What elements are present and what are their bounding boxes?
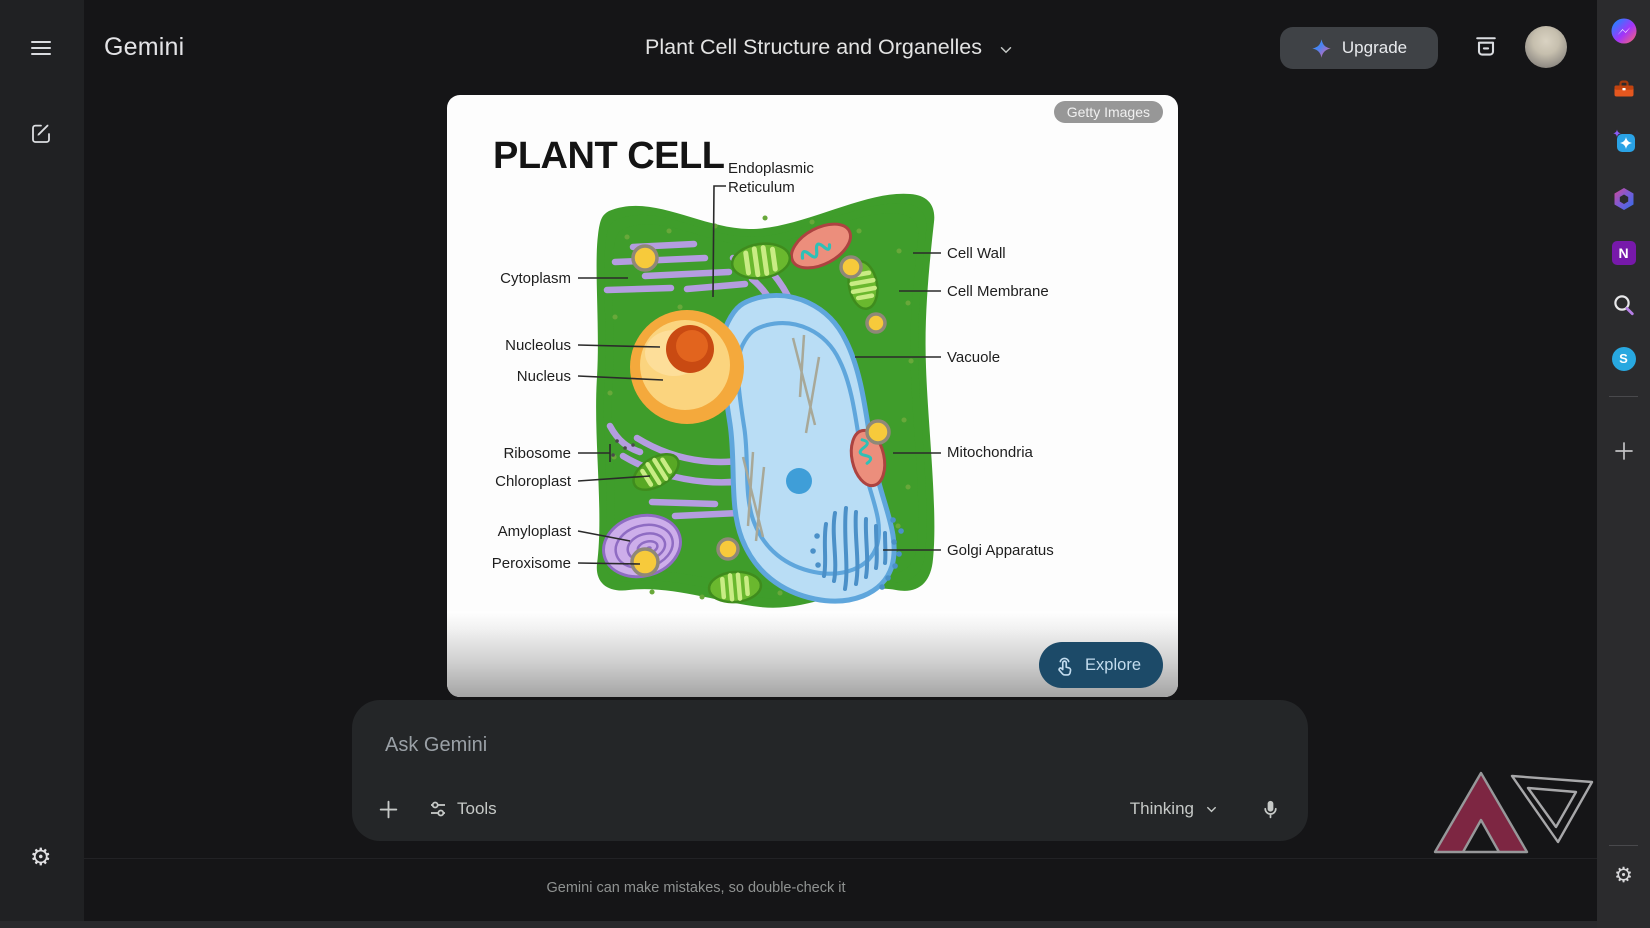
image-result-card[interactable]: PLANT CELL Getty Images Endoplasmic Reti… (447, 95, 1178, 697)
search-icon[interactable] (1610, 291, 1637, 318)
conversation-title[interactable]: Plant Cell Structure and Organelles (645, 35, 983, 59)
skype-letter: S (1619, 351, 1628, 366)
prompt-composer[interactable]: Ask Gemini Tools Thinking (352, 700, 1308, 841)
diagram-label-nucleus: Nucleus (516, 368, 571, 385)
diagram-label-peroxisome: Peroxisome (491, 555, 571, 572)
tap-gesture-icon (1058, 657, 1072, 676)
diagram-label-amyloplast: Amyloplast (497, 523, 571, 540)
browser-sidebar (1597, 0, 1650, 928)
diagram-label-chloroplast: Chloroplast (495, 473, 571, 490)
upgrade-button[interactable]: Upgrade (1280, 27, 1438, 69)
image-creator-icon[interactable] (1610, 127, 1637, 154)
model-label: Thinking (1129, 799, 1194, 818)
rail-divider (1609, 845, 1638, 846)
add-attachment-icon[interactable] (376, 797, 401, 822)
onenote-icon[interactable]: N (1610, 239, 1637, 266)
diagram-title: PLANT CELL (493, 135, 725, 177)
new-chat-icon[interactable] (29, 121, 53, 145)
diagram-label-endoplasmic-reticulum: Endoplasmic Reticulum (728, 160, 814, 196)
horizontal-scrollbar[interactable] (0, 921, 1597, 928)
left-sidebar: ⚙ (0, 0, 84, 928)
microsoft-365-icon[interactable] (1610, 185, 1637, 212)
account-avatar[interactable] (1525, 26, 1567, 68)
diagram-label-nucleolus: Nucleolus (505, 337, 571, 354)
disclaimer-text: Gemini can make mistakes, so double-chec… (546, 880, 846, 896)
diagram-label-vacuole: Vacuole (947, 349, 1001, 366)
prompt-input[interactable]: Ask Gemini (385, 734, 488, 756)
explore-button[interactable]: Explore (1039, 642, 1163, 688)
skype-icon[interactable]: S (1610, 345, 1637, 372)
chevron-down-icon[interactable] (997, 41, 1015, 59)
diagram-label-ribosome: Ribosome (503, 445, 571, 462)
toolbox-icon[interactable] (1610, 75, 1637, 102)
plant-cell-illustration (577, 185, 941, 608)
microphone-icon[interactable] (1259, 798, 1282, 821)
tools-button[interactable]: Tools (428, 799, 497, 819)
rail-divider (1609, 396, 1638, 397)
diagram-label-golgi-apparatus: Golgi Apparatus (947, 542, 1054, 559)
explore-label: Explore (1085, 655, 1141, 674)
android-police-watermark (1433, 771, 1594, 854)
onenote-letter: N (1618, 244, 1629, 261)
content-divider (84, 858, 1597, 859)
settings-icon[interactable]: ⚙ (30, 844, 52, 871)
diagram-label-mitochondria: Mitochondria (947, 444, 1033, 461)
menu-icon[interactable] (31, 41, 51, 55)
gemini-wordmark: Gemini (104, 33, 185, 61)
upgrade-label: Upgrade (1341, 38, 1408, 57)
diagram-label-cell-membrane: Cell Membrane (947, 283, 1049, 300)
gemini-sparkle-icon (1312, 38, 1331, 58)
model-selector[interactable]: Thinking (1130, 799, 1219, 819)
tools-label: Tools (457, 799, 497, 818)
sidebar-settings-icon[interactable]: ⚙ (1614, 864, 1633, 887)
diagram-label-cytoplasm: Cytoplasm (500, 270, 571, 287)
chevron-down-icon (1207, 806, 1216, 812)
messenger-icon[interactable] (1610, 17, 1637, 44)
image-credit-badge: Getty Images (1053, 101, 1163, 123)
history-icon[interactable] (1472, 33, 1500, 61)
add-sidebar-app-icon[interactable] (1610, 437, 1637, 464)
tools-sliders-icon (431, 801, 445, 817)
diagram-label-cell-wall: Cell Wall (947, 245, 1006, 262)
